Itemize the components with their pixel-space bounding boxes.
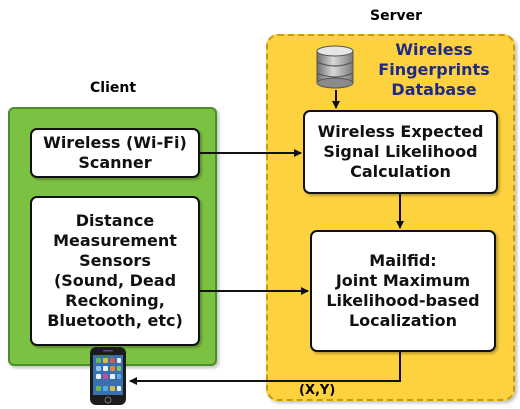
output-coordinates-label: (X,Y) <box>299 383 336 398</box>
client-label: Client <box>90 80 137 96</box>
likelihood-calculation-box: Wireless Expected Signal Likelihood Calc… <box>303 110 498 194</box>
server-label: Server <box>370 8 423 24</box>
database-icon <box>316 45 354 89</box>
smartphone-icon <box>90 347 126 405</box>
database-title: Wireless Fingerprints Database <box>378 40 490 99</box>
wifi-scanner-box: Wireless (Wi-Fi) Scanner <box>30 128 200 178</box>
localization-box: Mailfid: Joint Maximum Likelihood-based … <box>310 230 496 352</box>
arrow-localization-to-phone <box>129 352 401 385</box>
distance-sensors-box: Distance Measurement Sensors (Sound, Dea… <box>30 196 200 346</box>
